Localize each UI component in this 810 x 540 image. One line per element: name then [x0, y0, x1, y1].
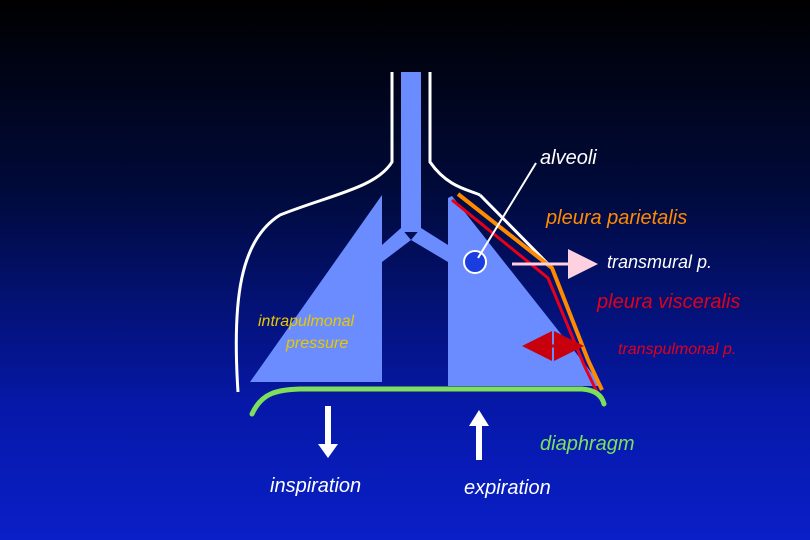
pleura-visceralis-line: [451, 198, 599, 393]
right-bronchus: [411, 228, 448, 262]
chest-wall-right: [478, 193, 554, 270]
label-alveoli: alveoli: [540, 147, 597, 169]
chest-wall: [234, 72, 481, 393]
label-transmural: transmural p.: [607, 252, 712, 272]
trachea: [401, 72, 421, 232]
label-intrapulmonal: intrapulmonal: [258, 313, 355, 330]
alveolus: [463, 250, 487, 274]
label-inspiration: inspiration: [270, 475, 361, 497]
diaphragm-line: [249, 386, 607, 417]
label-pleura-visceralis: pleura visceralis: [596, 291, 740, 313]
left-lung: [250, 195, 382, 382]
label-pressure: pressure: [285, 335, 348, 352]
pleura-parietalis-line: [456, 192, 604, 391]
expiration-arrow-icon: [469, 410, 489, 460]
label-expiration: expiration: [464, 477, 551, 499]
inspiration-arrow-icon: [318, 406, 338, 458]
label-transpulmonal: transpulmonal p.: [618, 341, 736, 358]
label-pleura-parietalis: pleura parietalis: [545, 207, 687, 229]
alveoli-pointer: [477, 162, 537, 259]
left-bronchus: [382, 228, 411, 262]
label-diaphragm: diaphragm: [540, 433, 635, 455]
